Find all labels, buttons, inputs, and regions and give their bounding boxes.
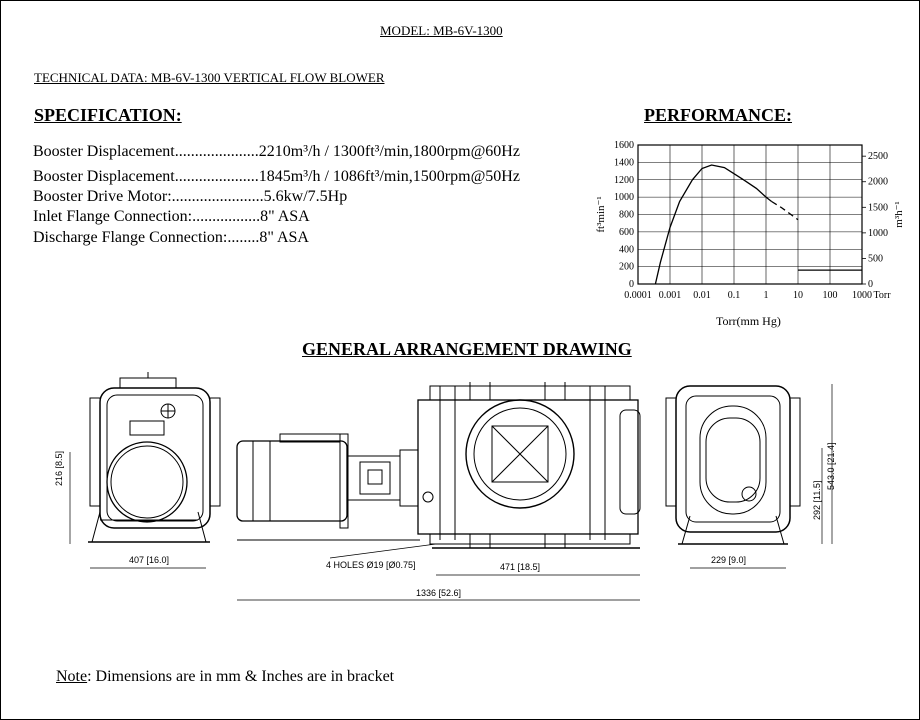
spec-value: 2210m³/h / 1300ft³/min,1800rpm@60Hz (258, 143, 520, 160)
chart-y-tick-left: 800 (619, 210, 634, 221)
spec-label: Booster Displacement....................… (33, 143, 259, 160)
spec-value: 5.6kw/7.5Hp (263, 188, 348, 205)
performance-heading: PERFORMANCE: (644, 105, 792, 125)
spec-label: Inlet Flange Connection:................… (33, 208, 261, 225)
chart-x-unit: Torr (873, 290, 891, 301)
specification-heading: SPECIFICATION: (34, 105, 182, 125)
blower-side-view (417, 382, 641, 549)
chart-y-tick-left: 0 (629, 279, 634, 290)
dim-407: 407 [16.0] (129, 555, 170, 565)
note-text: : Dimensions are in mm & Inches are in b… (87, 668, 395, 685)
dim-1336: 1336 [52.6] (416, 588, 462, 598)
technical-title: TECHNICAL DATA: MB-6V-1300 VERTICAL FLOW… (34, 70, 385, 85)
chart-y-label-right: m³h⁻¹ (893, 201, 905, 227)
chart-y-tick-left: 1400 (614, 157, 634, 168)
chart-series-line (771, 200, 799, 221)
chart-y-tick-left: 1000 (614, 192, 634, 203)
chart-x-tick: 0.1 (728, 290, 741, 301)
dim-229: 229 [9.0] (711, 555, 747, 565)
spec-row: Inlet Flange Connection:................… (33, 208, 310, 226)
dim-216: 216 [8.5] (54, 450, 64, 486)
dimension-lines (69, 384, 833, 601)
spec-label: Discharge Flange Connection:........ (33, 229, 260, 246)
chart-y-tick-right: 2500 (868, 151, 888, 162)
dim-holes: 4 HOLES Ø19 [Ø0.75] (326, 560, 416, 570)
dim-471: 471 [18.5] (500, 562, 541, 572)
chart-y-tick-right: 500 (868, 253, 883, 264)
chart-y-tick-left: 1600 (614, 140, 634, 151)
spec-label: Booster Displacement....................… (33, 168, 259, 185)
drawing-heading: GENERAL ARRANGEMENT DRAWING (302, 339, 632, 359)
left-end-view (88, 372, 221, 543)
spec-value: 1845m³/h / 1086ft³/min,1500rpm@50Hz (258, 168, 520, 185)
motor-assembly (236, 433, 420, 541)
chart-y-tick-left: 400 (619, 244, 634, 255)
chart-y-tick-left: 1200 (614, 175, 634, 186)
chart-y-tick-left: 600 (619, 227, 634, 238)
model-title: MODEL: MB-6V-1300 (380, 23, 503, 38)
chart-y-tick-right: 1000 (868, 228, 888, 239)
note-prefix: Note (56, 668, 88, 685)
spec-label: Booster Drive Motor:....................… (33, 188, 264, 205)
arrangement-drawing (69, 372, 833, 601)
spec-row: Discharge Flange Connection:........8" A… (33, 229, 309, 247)
chart-x-tick: 0.0001 (624, 290, 652, 301)
chart-x-label: Torr(mm Hg) (716, 314, 781, 328)
right-end-view (665, 385, 801, 545)
chart-x-tick: 1 (764, 290, 769, 301)
chart-series-line (654, 164, 773, 285)
chart-y-label-left: ft³min⁻¹ (595, 196, 607, 232)
chart-x-tick: 0.001 (659, 290, 682, 301)
chart-y-tick-right: 0 (868, 279, 873, 290)
chart-x-tick: 100 (823, 290, 838, 301)
chart-y-tick-left: 200 (619, 262, 634, 273)
chart-x-tick: 0.01 (693, 290, 711, 301)
footnote: Note: Dimensions are in mm & Inches are … (56, 668, 394, 686)
spec-row: Booster Displacement....................… (33, 143, 520, 161)
spec-value: 8" ASA (259, 229, 309, 246)
chart-y-tick-right: 1500 (868, 202, 888, 213)
chart-x-tick: 1000 (852, 290, 872, 301)
spec-row: Booster Drive Motor:....................… (33, 188, 347, 206)
spec-row: Booster Displacement....................… (33, 168, 520, 186)
dim-543: 543.0 [21.4] (826, 442, 836, 490)
spec-value: 8" ASA (260, 208, 310, 225)
dim-292: 292 [11.5] (812, 480, 822, 520)
chart-y-tick-right: 2000 (868, 177, 888, 188)
chart-x-tick: 10 (793, 290, 803, 301)
